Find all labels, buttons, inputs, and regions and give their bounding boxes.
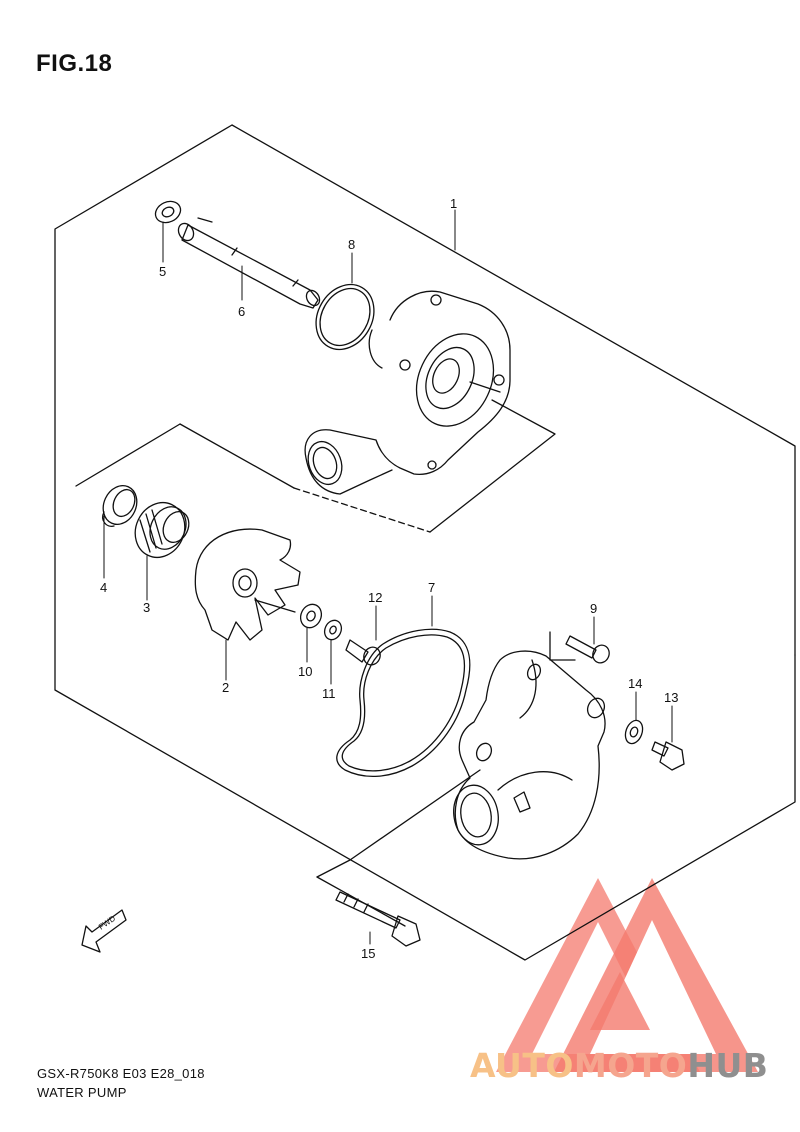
assembly-name-label: WATER PUMP: [37, 1085, 127, 1100]
pump-body-1: [304, 290, 511, 495]
callout-15: 15: [361, 946, 375, 961]
watermark-logo: [496, 878, 758, 1072]
callout-14: 14: [628, 676, 642, 691]
model-code-label: GSX-R750K8 E03 E28_018: [37, 1066, 205, 1081]
o-ring-8: [315, 283, 375, 351]
callout-2: 2: [222, 680, 229, 695]
callout-12: 12: [368, 590, 382, 605]
pump-shaft-6: [177, 217, 321, 309]
callout-3: 3: [143, 600, 150, 615]
assembly-frame: [54, 124, 796, 961]
cover-subframe: [316, 631, 576, 927]
watermark-wordmark: AUTOMOTOHUB: [470, 1046, 768, 1085]
callout-labels: 1 2 3 4 5 6 7 8 9 10 11 12 13 14 15: [100, 196, 678, 961]
bolt-9: [565, 635, 610, 664]
impeller-2: [194, 528, 301, 641]
pump-cover: [453, 650, 606, 860]
washer-5: [154, 200, 182, 224]
callout-5: 5: [159, 264, 166, 279]
impeller-bolt-12: [345, 639, 381, 666]
callout-1: 1: [450, 196, 457, 211]
leader-lines: [103, 209, 673, 945]
callout-6: 6: [238, 304, 245, 319]
callout-4: 4: [100, 580, 107, 595]
figure-title: FIG.18: [36, 50, 113, 77]
gasket-14: [624, 719, 644, 745]
callout-9: 9: [590, 601, 597, 616]
callout-8: 8: [348, 237, 355, 252]
callout-7: 7: [428, 580, 435, 595]
washer-10: [299, 603, 323, 629]
watermark-part-1: AUTO: [470, 1046, 574, 1085]
watermark-part-2: MOTO: [573, 1046, 688, 1085]
pump-body-subframe: [75, 399, 556, 533]
callout-13: 13: [664, 690, 678, 705]
cover-gasket-7: [336, 628, 471, 778]
fwd-arrow-icon: [81, 909, 127, 953]
long-bolt-15: [335, 891, 421, 947]
drain-bolt-13: [651, 741, 685, 771]
watermark-part-3: HUB: [687, 1046, 769, 1085]
callout-11: 11: [322, 686, 336, 701]
callout-10: 10: [298, 664, 312, 679]
washer-11: [323, 619, 343, 641]
mechanical-seal-3: [134, 502, 190, 558]
